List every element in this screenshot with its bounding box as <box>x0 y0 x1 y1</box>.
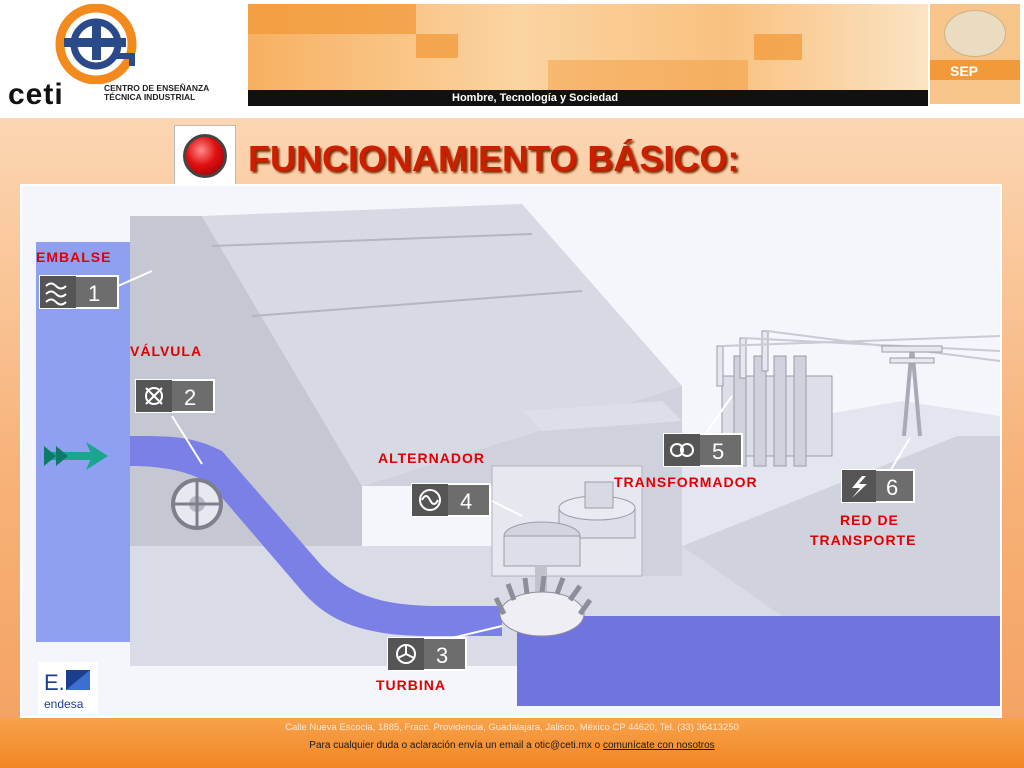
label-alternador: ALTERNADOR <box>378 450 485 466</box>
ceti-logo[interactable]: ceti CENTRO DE ENSEÑANZA TÉCNICA INDUSTR… <box>4 3 244 111</box>
header: ceti CENTRO DE ENSEÑANZA TÉCNICA INDUSTR… <box>0 0 1024 118</box>
red-button-icon[interactable] <box>174 125 236 187</box>
ceti-emblem-icon <box>55 3 137 85</box>
endesa-text: endesa <box>44 697 84 711</box>
banner-block <box>248 4 416 34</box>
ceti-subtitle-line1: CENTRO DE ENSEÑANZA <box>104 83 210 93</box>
ceti-wordmark: ceti <box>8 78 64 111</box>
endesa-mark: E. <box>44 670 65 695</box>
callout-1-number: 1 <box>88 281 100 306</box>
label-red-de: RED DE <box>840 512 899 528</box>
valve-wheel <box>171 478 223 530</box>
lightning-icon <box>852 476 867 498</box>
footer <box>0 718 1024 768</box>
dam-ridge <box>251 290 583 317</box>
header-banner <box>248 4 928 94</box>
callout-6-number: 6 <box>886 475 898 500</box>
endesa-logo-icon: E. endesa <box>44 670 90 711</box>
callout-2[interactable]: 2 <box>135 379 215 413</box>
callout-5[interactable]: 5 <box>663 433 743 467</box>
powerhouse-roof <box>522 401 682 431</box>
callout-3-number: 3 <box>436 643 448 668</box>
banner-block <box>548 60 748 90</box>
footer-contact: Para cualquier duda o aclaración envía u… <box>0 740 1024 751</box>
dam-ridge <box>211 233 533 247</box>
flow-arrow-icon <box>44 442 108 470</box>
ceti-subtitle: CENTRO DE ENSEÑANZA TÉCNICA INDUSTRIAL <box>104 84 249 102</box>
diagram-canvas: EMBALSE 1 VÁLVULA 2 ALTERNADOR <box>36 204 1001 706</box>
footer-address: Calle Nueva Escocia, 1885, Fracc. Provid… <box>285 722 739 733</box>
ceti-subtitle-line2: TÉCNICA INDUSTRIAL <box>104 92 196 102</box>
yard-platform <box>682 436 1000 616</box>
banner-block <box>416 34 458 58</box>
callout-2-number: 2 <box>184 385 196 410</box>
banner-block <box>754 34 802 60</box>
page-title: FUNCIONAMIENTO BÁSICO: <box>248 138 740 179</box>
footer-contact-text: Para cualquier duda o aclaración envía u… <box>309 740 603 751</box>
turbine-fan-icon <box>396 644 416 664</box>
label-valvula: VÁLVULA <box>130 343 202 359</box>
callout-6[interactable]: 6 <box>841 469 915 503</box>
generator-housing <box>503 535 581 567</box>
motto-bar <box>248 90 928 106</box>
water-waves-icon <box>45 282 67 306</box>
callout-4[interactable]: 4 <box>411 483 491 517</box>
leader-line <box>451 625 503 639</box>
transformer-bank <box>716 330 833 467</box>
label-embalse: EMBALSE <box>36 249 111 265</box>
label-transporte: TRANSPORTE <box>810 532 916 548</box>
label-turbina: TURBINA <box>376 677 446 693</box>
hydro-plant-diagram: EMBALSE 1 VÁLVULA 2 ALTERNADOR <box>20 184 1002 718</box>
alternator-sine-icon <box>419 489 441 511</box>
pelton-turbine <box>493 575 593 637</box>
transformer-coils-icon <box>670 443 694 457</box>
leader-line <box>171 415 203 465</box>
leader-line <box>703 395 733 437</box>
callout-3[interactable]: 3 <box>387 637 467 671</box>
mexico-seal-icon <box>944 10 1006 57</box>
label-transformador: TRANSFORMADOR <box>614 474 758 490</box>
tailrace-water <box>517 616 1000 706</box>
red-button-face <box>183 134 227 178</box>
callout-5-number: 5 <box>712 439 724 464</box>
power-pylon <box>881 345 943 437</box>
motto-text: Hombre, Tecnología y Sociedad <box>452 92 619 104</box>
callout-4-number: 4 <box>460 489 472 514</box>
leader-line <box>117 270 153 287</box>
sep-bar <box>930 60 1020 80</box>
endesa-logo[interactable]: E. endesa <box>38 662 98 714</box>
alternator-cap <box>584 481 614 509</box>
callout-1[interactable]: 1 <box>39 275 119 309</box>
valve-icon <box>145 387 163 405</box>
penstock-water <box>130 436 502 636</box>
sep-label: SEP <box>950 63 979 79</box>
footer-contact-link[interactable]: comunícate con nosotros <box>602 740 715 751</box>
leader-line <box>491 500 523 517</box>
